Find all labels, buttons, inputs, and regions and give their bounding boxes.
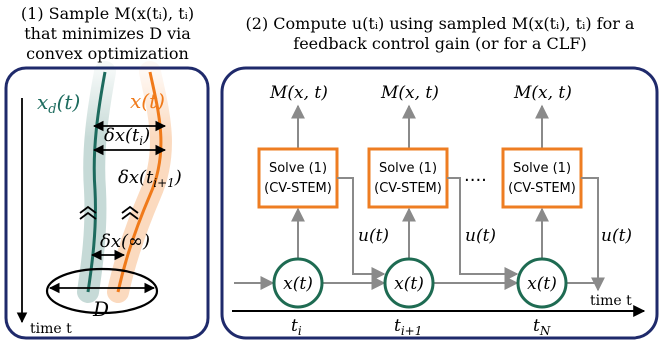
- x-trajectory: [116, 71, 163, 293]
- state-circle-1: [272, 257, 324, 309]
- left-time-label: time t: [30, 321, 72, 337]
- D-ellipse: [45, 267, 159, 315]
- D-label: D: [92, 297, 109, 321]
- x-label: x(t): [130, 89, 165, 113]
- solve-box-1: [257, 147, 339, 209]
- left-caption-line2: that minimizes D via: [24, 24, 191, 43]
- right-panel-frame: [220, 66, 659, 340]
- m-label-3: M(x, t): [513, 83, 572, 103]
- xd-label: xd(t): [37, 90, 80, 117]
- state-circle-3: [516, 257, 568, 309]
- dx-ti-label: δx(ti): [104, 125, 150, 148]
- dx-ti1-label: δx(ti+1): [118, 167, 182, 190]
- solve-box-2-line2: (CV-STEM): [374, 181, 442, 196]
- m-label-1: M(x, t): [269, 83, 328, 103]
- xd-uncertainty-band: [77, 61, 116, 303]
- state-label-2: x(t): [394, 274, 424, 294]
- solve-box-3-line2: (CV-STEM): [508, 181, 576, 196]
- u-path-3: [581, 177, 605, 292]
- u-path-1: [337, 177, 386, 281]
- state-circle-2: [383, 257, 435, 309]
- dx-inf-label: δx(∞): [100, 231, 150, 252]
- right-caption: (2) Compute u(tᵢ) using sampled M(x(tᵢ),…: [222, 14, 658, 54]
- ellipsis: ····: [464, 170, 487, 191]
- m-label-2: M(x, t): [380, 83, 439, 103]
- state-label-3: x(t): [527, 274, 557, 294]
- u-label-3: u(t): [601, 226, 632, 246]
- tick-ti1: ti+1: [394, 316, 422, 338]
- solve-box-1-line1: Solve (1): [269, 161, 327, 176]
- tick-tN: tN: [533, 316, 551, 338]
- state-label-1: x(t): [283, 274, 313, 294]
- u-path-2: [447, 177, 519, 281]
- solve-box-3: [501, 147, 583, 209]
- right-caption-line2: feedback control gain (or for a CLF): [293, 34, 587, 53]
- x-break-mark: [121, 205, 139, 220]
- right-time-label: time t: [590, 293, 632, 309]
- solve-box-3-line1: Solve (1): [513, 161, 571, 176]
- u-label-1: u(t): [358, 226, 389, 246]
- m-label-group: M(x, t) M(x, t) M(x, t): [269, 83, 572, 103]
- tick-ti: ti: [291, 316, 302, 338]
- xd-trajectory: [86, 71, 107, 293]
- solve-box-2-line1: Solve (1): [379, 161, 437, 176]
- u-label-2: u(t): [465, 226, 496, 246]
- solve-box-2: [367, 147, 449, 209]
- left-caption-line3: convex optimization: [26, 44, 189, 63]
- solve-box-1-line2: (CV-STEM): [264, 181, 332, 196]
- right-caption-line1: (2) Compute u(tᵢ) using sampled M(x(tᵢ),…: [245, 14, 635, 33]
- left-caption-line1: (1) Sample M(x(tᵢ), tᵢ): [20, 4, 195, 23]
- left-caption: (1) Sample M(x(tᵢ), tᵢ) that minimizes D…: [0, 4, 215, 64]
- xd-break-mark: [79, 205, 97, 220]
